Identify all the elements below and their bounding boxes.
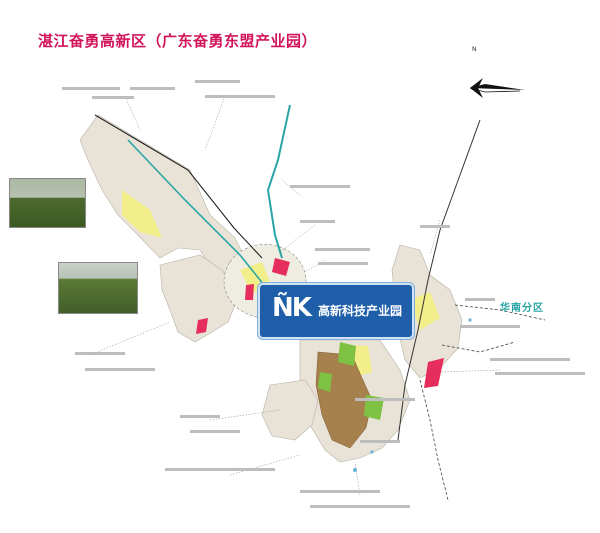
park-logo-mark: ÑK [272,293,312,323]
map-markers [353,318,472,472]
park-logo-text: 高新科技产业园 [318,304,403,318]
site-photo-1 [9,178,86,228]
zone-yellow-d [410,292,440,330]
teal-area-label: 华南分区 [500,303,544,314]
park-logo-badge: ÑK 高新科技产业园 [258,283,414,339]
road-dashed-east [454,304,546,321]
annotation-placeholders [62,80,585,508]
zone-yellow-a [122,190,162,238]
zone-red-north [272,258,290,276]
north-label: N [472,46,477,53]
road-teal-north [266,104,291,259]
road-dashed-south [419,379,449,501]
zone-northwest [79,114,251,293]
zone-green-a [338,342,356,366]
page-title: 湛江奋勇高新区（广东奋勇东盟产业园） [38,32,318,50]
zone-red-center [245,284,254,300]
zone-red-west [196,318,208,334]
north-arrow-icon [469,78,525,98]
site-photo-2 [58,262,138,314]
road-black-east [397,119,481,441]
road-black-main [94,114,263,259]
zone-green-c [318,372,332,392]
road-teal-diagonal [127,139,269,291]
road-dashed-southeast [441,341,516,353]
zone-green-b [364,395,384,420]
leader-lines [89,95,501,496]
zone-red-east [424,358,444,388]
zone-southwest-island [261,379,319,441]
zone-west-lobe [159,254,239,343]
